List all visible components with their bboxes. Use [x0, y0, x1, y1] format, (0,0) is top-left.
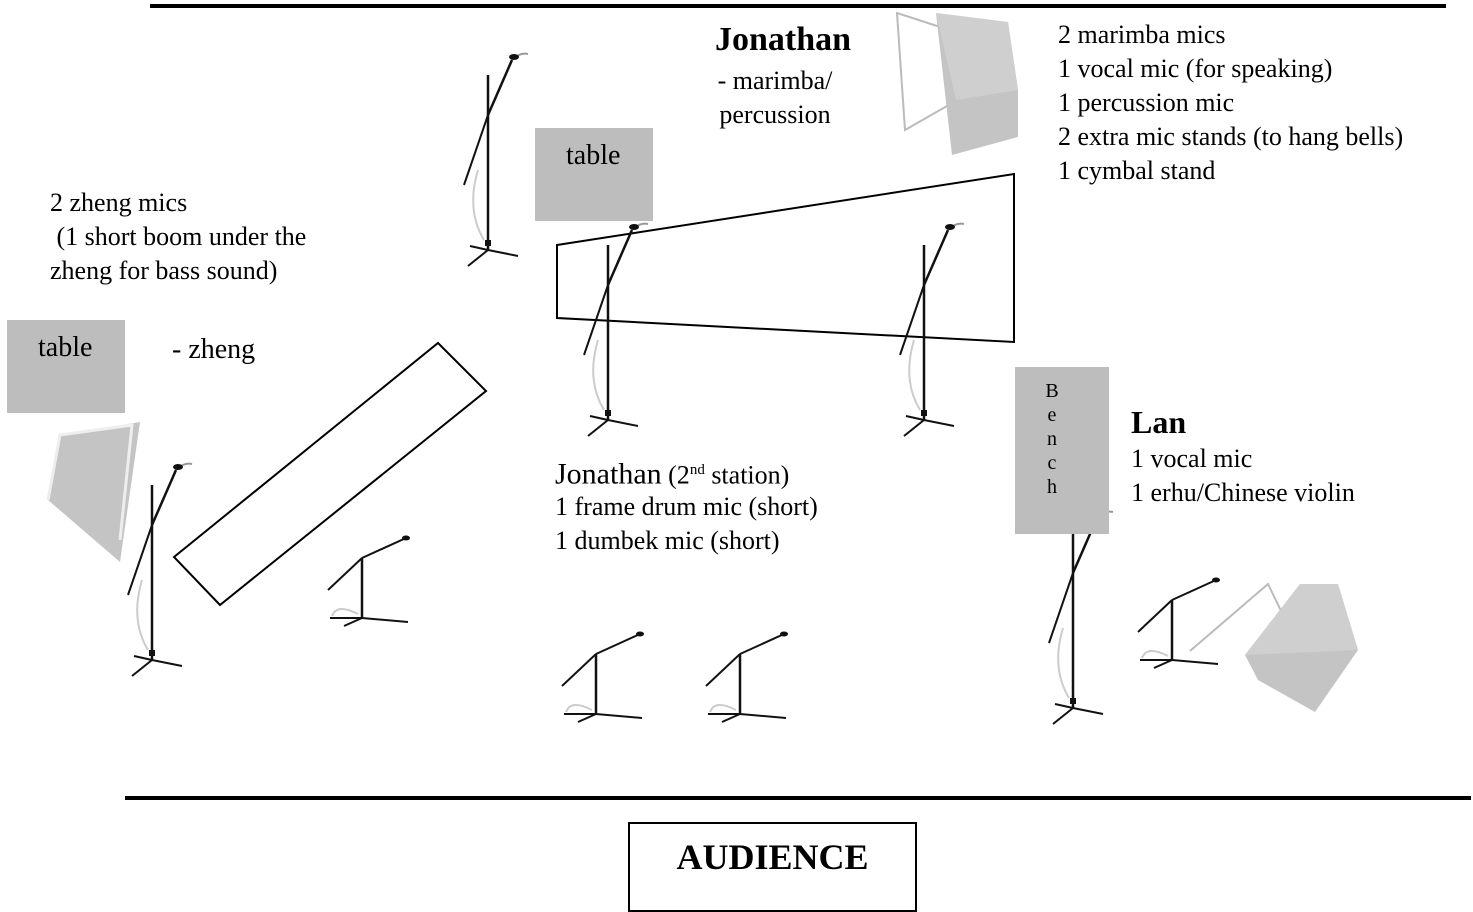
jonathan-station2-equipment-list: 1 frame drum mic (short) 1 dumbek mic (s…: [555, 492, 818, 555]
jonathan-equipment-list: 2 marimba mics 1 vocal mic (for speaking…: [1058, 20, 1404, 185]
lan-equipment-list: 1 vocal mic 1 erhu/Chinese violin: [1131, 444, 1355, 507]
marimba-outline: [556, 172, 1015, 344]
stage-diagram: [46, 11, 1358, 726]
short-mic-stand-icon: [1136, 576, 1222, 670]
stage-top-line: [150, 4, 1446, 8]
monitor-wedge-icon: [1189, 582, 1358, 712]
mic-stand-icon: [126, 462, 194, 678]
audience-box: AUDIENCE: [628, 822, 917, 912]
mic-stand-icon: [898, 222, 966, 438]
zheng-role: - zheng: [172, 334, 256, 365]
mic-stand-icon: [582, 222, 650, 438]
short-mic-stand-icon: [326, 534, 412, 628]
audience-label: AUDIENCE: [676, 837, 869, 877]
mic-stand-icon: [462, 52, 530, 268]
stage-bottom-line: [125, 796, 1471, 800]
monitor-wedge-icon: [895, 11, 1018, 155]
zheng-equipment-list: 2 zheng mics (1 short boom under the zhe…: [50, 188, 307, 285]
zheng-outline: [172, 341, 488, 607]
table-upper: table: [535, 128, 653, 221]
mic-stand-icon: [1047, 510, 1115, 726]
jonathan-station2-heading: Jonathan (2nd station): [555, 457, 790, 491]
performer-name-lan: Lan: [1131, 404, 1187, 440]
table-left: table: [7, 320, 125, 413]
monitor-wedge-icon: [46, 422, 140, 562]
short-mic-stand-icon: [560, 630, 646, 724]
bench: B e n c h: [1015, 367, 1109, 534]
performer-name-jonathan: Jonathan: [715, 21, 852, 58]
jonathan-role: - marimba/ percussion: [717, 66, 833, 129]
short-mic-stand-icon: [704, 630, 790, 724]
bench-label: B e n c h: [1045, 380, 1059, 498]
